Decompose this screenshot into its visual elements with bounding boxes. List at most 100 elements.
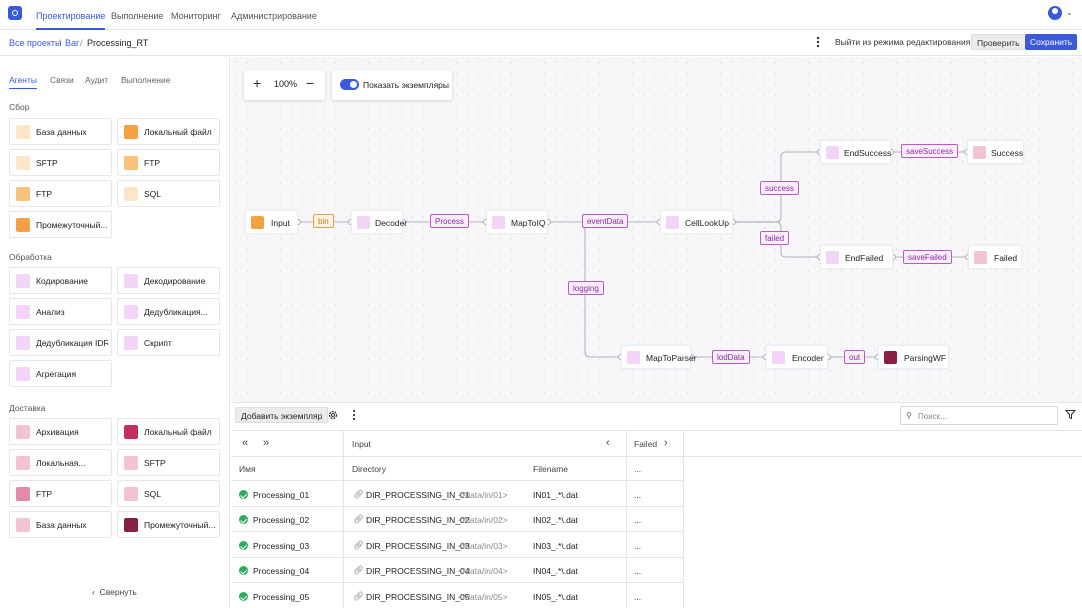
tab-monitoring[interactable]: Мониторинг (171, 11, 221, 21)
link-out[interactable]: out (844, 350, 866, 364)
node-maptoiq[interactable]: MapToIQ (486, 210, 548, 234)
link-savesuccess[interactable]: saveSuccess (901, 144, 959, 158)
agent-database[interactable]: База данных (9, 118, 112, 145)
agent-ftp[interactable]: FTP (117, 149, 220, 176)
status-ok-icon (239, 592, 248, 601)
tab-design[interactable]: Проектирование (36, 0, 106, 30)
collapse-sidebar-button[interactable]: ‹ Свернуть (92, 587, 137, 597)
show-instances-toggle[interactable] (340, 79, 359, 90)
dedup-icon (124, 305, 138, 319)
link-bin[interactable]: bin (313, 214, 334, 228)
agent-sftp[interactable]: SFTP (9, 149, 112, 176)
zoom-out-button[interactable]: − (306, 75, 315, 91)
breadcrumb-separator: / (58, 38, 61, 48)
tab-agents[interactable]: Агенты (9, 75, 38, 89)
script-icon (124, 336, 138, 350)
agent-local-out[interactable]: Локальная... (9, 449, 112, 476)
sql-icon (124, 187, 138, 201)
breadcrumb: Все проекты / Bar / Processing_RT (0, 31, 1082, 56)
agent-analysis[interactable]: Анализ (9, 298, 112, 325)
node-endsuccess[interactable]: EndSuccess (820, 140, 891, 164)
breadcrumb-current: Processing_RT (87, 38, 149, 48)
agent-ftp-2[interactable]: FTP (9, 180, 112, 207)
agent-sftp-out[interactable]: SFTP (117, 449, 220, 476)
node-endfailed[interactable]: EndFailed (820, 245, 893, 269)
instances-panel: Добавить экземпляр ⚲ Поиск... « » Input … (231, 402, 1082, 608)
zoom-level: 100% (274, 79, 298, 89)
filter-icon[interactable] (1064, 409, 1077, 420)
link-failed[interactable]: failed (760, 231, 790, 245)
tab-links[interactable]: Связи (50, 75, 74, 85)
agent-ftp-out[interactable]: FTP (9, 480, 112, 507)
breadcrumb-all-projects[interactable]: Все проекты (9, 38, 62, 48)
flow-canvas[interactable]: + 100% − Показать экземпляры Input Decod… (231, 57, 1082, 402)
tab-administration[interactable]: Администрирование (231, 11, 317, 21)
scroll-last-button[interactable]: » (263, 437, 270, 449)
save-button[interactable]: Сохранить (1025, 34, 1078, 50)
ftp-icon (16, 487, 30, 501)
link-eventdata[interactable]: eventData (582, 214, 629, 228)
database-icon (16, 518, 30, 532)
agent-local-file-out[interactable]: Локальный файл (117, 418, 220, 445)
agent-script[interactable]: Скрипт (117, 329, 220, 356)
node-encoder[interactable]: Encoder (766, 345, 828, 369)
exit-edit-mode-button[interactable]: Выйти из режима редактирования (835, 37, 971, 47)
agent-dedup[interactable]: Дедубликация... (117, 298, 220, 325)
link-icon: 🔗︎ (353, 565, 364, 575)
agent-database-out[interactable]: База данных (9, 511, 112, 538)
link-icon: 🔗︎ (353, 489, 364, 499)
agent-aggregation[interactable]: Агрегация (9, 360, 112, 387)
column-failed[interactable]: ... (634, 464, 642, 474)
link-savefailed[interactable]: saveFailed (903, 250, 952, 264)
agent-sql[interactable]: SQL (117, 180, 220, 207)
agent-dedup-idr[interactable]: Дедубликация IDR (9, 329, 112, 356)
grid-icon (124, 518, 138, 532)
dedup-icon (16, 336, 30, 350)
chevron-right-icon[interactable]: › (664, 437, 668, 449)
agent-archive[interactable]: Архивация (9, 418, 112, 445)
tab-audit[interactable]: Аудит (85, 75, 109, 85)
tab-run[interactable]: Выполнение (121, 75, 171, 85)
link-loddata[interactable]: lodData (712, 350, 750, 364)
node-failed[interactable]: Failed (968, 245, 1022, 269)
column-filename[interactable]: Filename (533, 464, 568, 474)
tab-execution[interactable]: Выполнение (111, 11, 164, 21)
node-input[interactable]: Input (245, 210, 298, 234)
link-process[interactable]: Process (430, 214, 469, 228)
group-header-failed: Failed (634, 439, 658, 449)
search-input[interactable]: ⚲ Поиск... (900, 406, 1058, 425)
node-success[interactable]: Success (967, 140, 1024, 164)
zoom-control: + 100% − (244, 70, 325, 100)
node-decoder[interactable]: Decoder (351, 210, 407, 234)
user-avatar-icon[interactable] (1048, 6, 1062, 20)
breadcrumb-bar[interactable]: Bar (65, 38, 80, 48)
link-logging[interactable]: logging (568, 281, 604, 295)
chevron-down-icon[interactable]: ⌄ (1066, 8, 1073, 17)
gear-icon[interactable] (327, 409, 339, 421)
node-maptoparser[interactable]: MapToParser (621, 345, 697, 369)
agent-encoding[interactable]: Кодирование (9, 267, 112, 294)
chevron-left-icon[interactable]: ‹ (606, 437, 610, 449)
more-vertical-icon[interactable] (815, 35, 821, 49)
agent-decoding[interactable]: Декодирование (117, 267, 220, 294)
app-logo-icon[interactable] (8, 6, 22, 20)
check-button[interactable]: Проверить (971, 34, 1026, 50)
agent-sql-out[interactable]: SQL (117, 480, 220, 507)
zoom-in-button[interactable]: + (253, 75, 262, 91)
agent-local-file[interactable]: Локальный файл (117, 118, 220, 145)
folder-icon (16, 456, 30, 470)
scroll-first-button[interactable]: « (242, 437, 249, 449)
section-process: Обработка (9, 252, 52, 262)
more-vertical-icon[interactable] (351, 409, 357, 421)
node-celllookup[interactable]: CellLookUp (660, 210, 733, 234)
agent-intermediate[interactable]: Промежуточный... (9, 211, 112, 238)
add-instance-button[interactable]: Добавить экземпляр (235, 407, 329, 423)
node-parsingwf[interactable]: ParsingWF (878, 345, 949, 369)
grid-icon (16, 218, 30, 232)
column-directory[interactable]: Directory (352, 464, 387, 474)
status-ok-icon (239, 515, 248, 524)
ftp-icon (16, 187, 30, 201)
agent-intermediate-out[interactable]: Промежуточный... (117, 511, 220, 538)
link-success[interactable]: success (760, 181, 799, 195)
column-name[interactable]: Имя (239, 464, 256, 474)
